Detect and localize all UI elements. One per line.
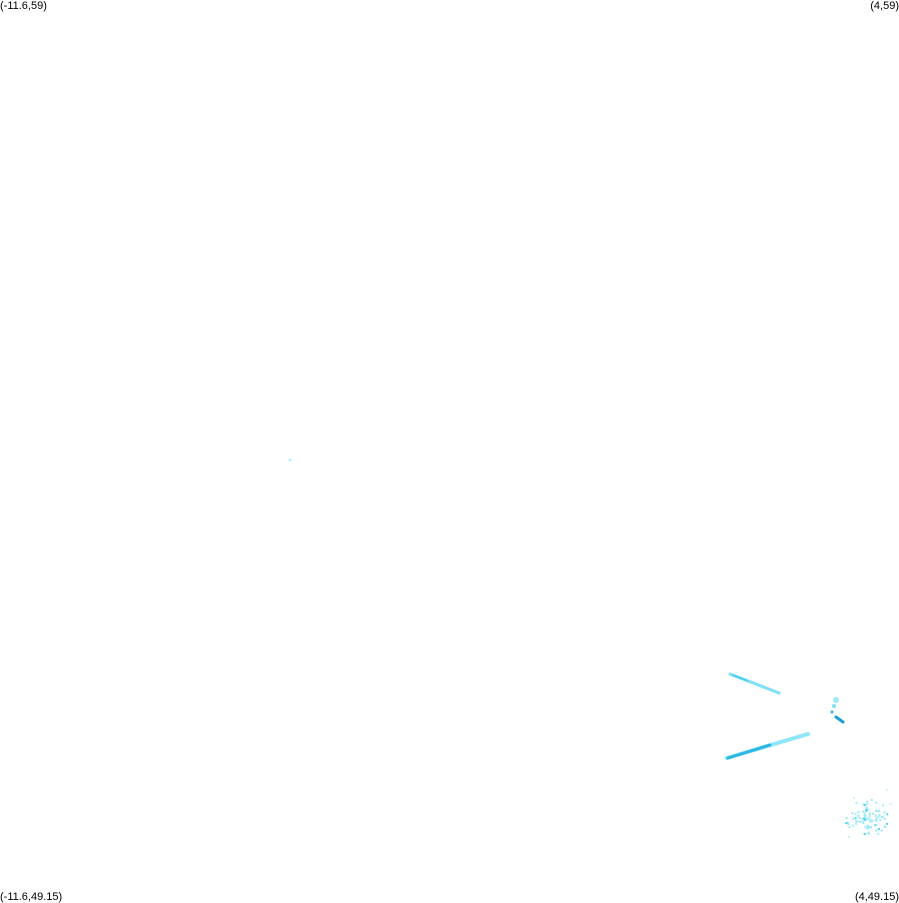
scatter-point bbox=[853, 797, 855, 799]
scatter-point bbox=[845, 822, 848, 824]
scatter-point bbox=[885, 822, 888, 825]
scatter-point bbox=[867, 826, 870, 829]
scatter-point bbox=[867, 808, 870, 811]
scatter-point bbox=[848, 826, 851, 829]
scatter-point bbox=[877, 828, 880, 831]
scatter-point bbox=[859, 817, 862, 820]
scatter-point bbox=[866, 800, 869, 803]
scatter-point bbox=[867, 824, 869, 827]
scatter-point bbox=[875, 801, 878, 804]
scatter-point bbox=[852, 824, 855, 827]
scatter-point bbox=[861, 820, 864, 823]
scatter-point bbox=[856, 820, 859, 823]
scatter-point bbox=[870, 826, 873, 829]
scatter-point bbox=[859, 820, 862, 823]
scatter-point bbox=[862, 810, 865, 813]
scatter-point bbox=[861, 817, 864, 820]
scatter-point bbox=[875, 824, 878, 826]
scatter-point bbox=[863, 817, 866, 820]
scatter-point bbox=[854, 817, 857, 820]
scatter-point bbox=[877, 810, 879, 813]
scatter-point bbox=[857, 815, 860, 818]
scatter-point bbox=[855, 801, 858, 804]
scatter-point bbox=[868, 818, 871, 821]
scatter-point bbox=[848, 836, 850, 838]
scatter-point bbox=[879, 819, 882, 822]
scatter-point bbox=[880, 829, 883, 832]
scatter-point bbox=[857, 811, 860, 814]
scatter-point bbox=[886, 789, 888, 791]
corner-label-bottom-left: (-11.6,49.15) bbox=[0, 891, 63, 903]
scatter-point bbox=[878, 809, 881, 812]
scatter-point bbox=[868, 812, 871, 815]
scatter-point bbox=[871, 820, 874, 822]
upper-streak-core bbox=[731, 674, 749, 682]
scatter-point bbox=[869, 820, 872, 823]
scatter-point bbox=[863, 804, 866, 807]
scatter-point bbox=[864, 825, 867, 828]
scatter-point bbox=[875, 809, 877, 812]
scatter-point bbox=[855, 820, 858, 823]
scatter-point bbox=[882, 804, 884, 807]
scatter-point bbox=[867, 831, 870, 834]
scatter-point bbox=[865, 808, 868, 811]
scatter-point bbox=[874, 824, 877, 827]
scatter-point bbox=[852, 817, 855, 820]
scatter-point bbox=[874, 814, 877, 817]
scatter-point bbox=[863, 815, 866, 817]
scatter-point bbox=[868, 815, 871, 818]
scatter-point bbox=[863, 812, 866, 815]
scatter-point bbox=[875, 817, 878, 820]
scatter-point bbox=[886, 813, 889, 816]
scatter-point bbox=[855, 822, 858, 825]
scatter-point bbox=[875, 819, 878, 822]
scatter-point bbox=[845, 817, 848, 820]
scatter-point bbox=[881, 816, 884, 819]
scatter-point bbox=[884, 826, 887, 828]
corner-label-top-left: (-11.6,59) bbox=[0, 0, 47, 12]
scatter-point bbox=[872, 812, 874, 815]
scatter-point bbox=[878, 814, 881, 816]
scatter-point bbox=[854, 812, 857, 815]
scatter-point bbox=[866, 817, 869, 820]
scatter-point bbox=[867, 832, 870, 835]
scatter-point bbox=[847, 823, 850, 826]
scatter-point bbox=[866, 826, 868, 829]
scatter-point bbox=[865, 818, 868, 820]
scatter-point bbox=[883, 811, 886, 814]
scatter-point bbox=[865, 803, 868, 805]
isolated-point bbox=[288, 458, 292, 462]
corner-label-top-right: (4,59) bbox=[870, 0, 899, 12]
scatter-point bbox=[864, 819, 867, 821]
scatter-point bbox=[890, 803, 892, 805]
scatter-point bbox=[847, 821, 849, 824]
scatter-cluster bbox=[845, 789, 892, 838]
scatter-point bbox=[851, 812, 854, 815]
scatter-point bbox=[865, 806, 868, 809]
scatter-point bbox=[883, 817, 886, 820]
scatter-point bbox=[877, 832, 880, 835]
lower-streak-core bbox=[726, 743, 772, 760]
small-cluster bbox=[830, 697, 845, 724]
scatter-point bbox=[863, 833, 866, 835]
scatter-point bbox=[865, 810, 868, 813]
scatter-point bbox=[875, 829, 878, 832]
corner-label-bottom-right: (4,49.15) bbox=[854, 891, 899, 903]
scatter-point bbox=[877, 816, 880, 819]
scatter-point bbox=[870, 798, 873, 801]
scatter-point bbox=[862, 822, 865, 825]
